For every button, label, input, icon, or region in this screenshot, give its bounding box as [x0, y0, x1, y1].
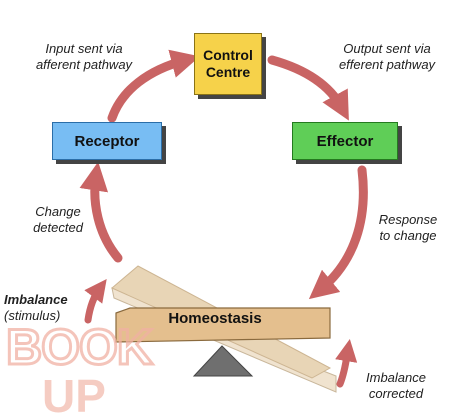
input-label-line1: Input sent via: [45, 41, 123, 56]
control-centre-label-line2: Centre: [205, 64, 251, 80]
control-centre-label-line1: Control: [203, 47, 253, 63]
homeostasis-plank: [115, 307, 331, 343]
arrow-imbalance-stimulus: [84, 279, 107, 324]
input-pathway-label: Input sent via afferent pathway: [28, 41, 140, 73]
control-centre-box: Control Centre: [194, 33, 262, 95]
arrow-control-to-effector: [267, 55, 349, 121]
effector-box: Effector: [292, 122, 398, 160]
change-label-line1: Change: [35, 204, 81, 219]
imbalance-stimulus-label: Imbalance (stimulus): [4, 292, 78, 324]
change-label-line2: detected: [33, 220, 83, 235]
output-label-line2: efferent pathway: [338, 57, 436, 72]
corrected-label-line2: corrected: [368, 386, 424, 401]
response-label: Response to change: [370, 212, 446, 244]
output-pathway-label: Output sent via efferent pathway: [326, 41, 448, 73]
receptor-label: Receptor: [74, 132, 140, 150]
response-label-line2: to change: [379, 228, 437, 243]
homeostasis-label: Homeostasis: [168, 310, 262, 327]
imbalance-label-line2: (stimulus): [4, 308, 61, 323]
corrected-label-line1: Imbalance: [366, 370, 426, 385]
watermark-top-text: BOOK: [6, 319, 153, 375]
output-label-line1: Output sent via: [343, 41, 431, 56]
arrow-receptor-to-control: [107, 49, 200, 123]
imbalance-label-line1: Imbalance: [4, 292, 68, 307]
receptor-box: Receptor: [52, 122, 162, 160]
fulcrum: [192, 345, 254, 377]
effector-label: Effector: [316, 132, 374, 150]
arrow-effector-to-homeostasis: [308, 165, 368, 300]
watermark-bottom-text: UP: [42, 370, 106, 418]
imbalance-corrected-label: Imbalance corrected: [356, 370, 436, 402]
change-detected-label: Change detected: [20, 204, 96, 236]
response-label-line1: Response: [378, 212, 438, 227]
arrow-imbalance-corrected: [335, 338, 358, 388]
input-label-line2: afferent pathway: [35, 57, 133, 72]
book-up-watermark-logo: BOOK UP: [5, 318, 156, 418]
arrow-homeostasis-to-receptor: [79, 161, 123, 263]
